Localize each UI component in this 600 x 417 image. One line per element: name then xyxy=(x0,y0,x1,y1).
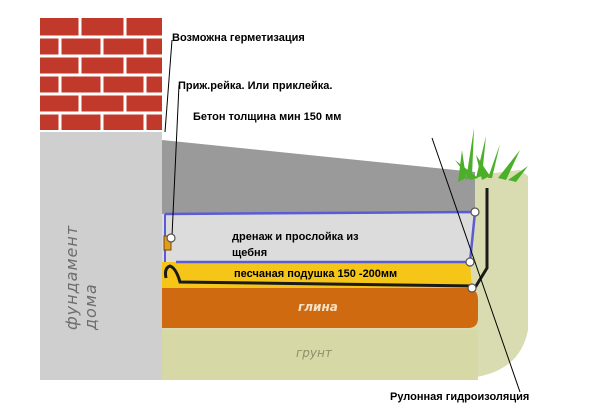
waterproofing-roll xyxy=(164,188,489,288)
callout-markers xyxy=(166,207,480,293)
foundation-block xyxy=(40,132,162,380)
label-concrete: Бетон толщина мин 150 мм xyxy=(193,111,342,123)
label-rail: Приж.рейка. Или приклейка. xyxy=(178,80,333,92)
clay-layer xyxy=(162,288,478,328)
soil-layer xyxy=(160,330,478,380)
membrane-line xyxy=(164,210,477,264)
concrete-layer xyxy=(162,140,475,214)
brick-wall xyxy=(40,18,162,130)
label-waterproofing: Рулонная гидроизоляция xyxy=(390,391,530,403)
label-sand: песчаная подушка 150 -200мм xyxy=(234,268,398,280)
grass-tuft xyxy=(455,128,528,182)
callout-lines xyxy=(164,39,521,393)
soil-label: грунт xyxy=(296,346,332,360)
gravel-layer xyxy=(162,212,475,262)
label-sealing: Возможна герметизация xyxy=(172,32,305,44)
foundation-label: фундамент дома xyxy=(62,224,100,330)
clay-label: глина xyxy=(298,300,338,314)
label-drainage: дренаж и прослойка из щебня xyxy=(232,231,359,259)
